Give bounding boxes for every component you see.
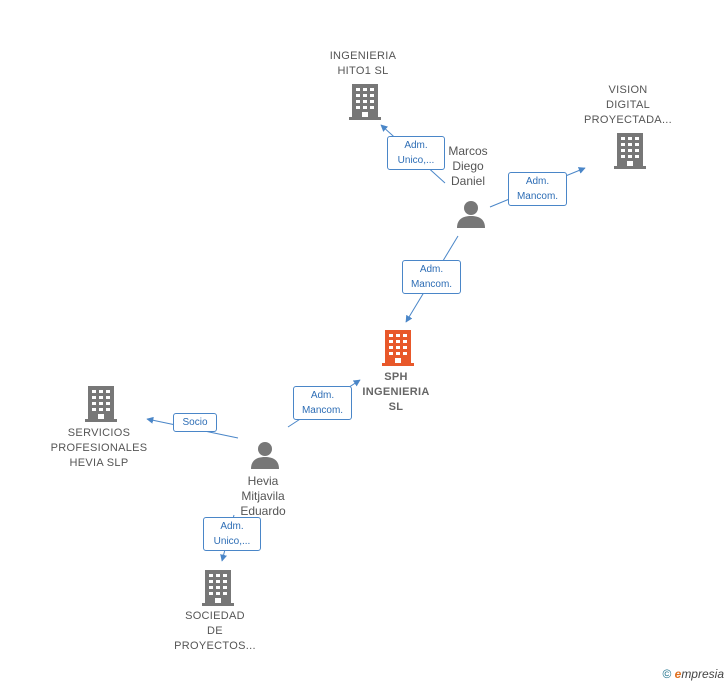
edge-label-marcos-ingenieria[interactable]: Adm. Unico,...: [387, 136, 445, 170]
footer-brand[interactable]: © empresia: [662, 667, 724, 681]
edge-label-hevia-sociedad[interactable]: Adm. Unico,...: [203, 517, 261, 551]
building-icon: [614, 133, 646, 169]
building-icon: [349, 84, 381, 120]
edge-label-marcos-vision[interactable]: Adm. Mancom.: [508, 172, 567, 206]
edge-label-hevia-servicios[interactable]: Socio: [173, 413, 217, 432]
brand-logo-letter: e: [674, 667, 682, 681]
edge-label-hevia-sph[interactable]: Adm. Mancom.: [293, 386, 352, 420]
person-label: Hevia Mitjavila Eduardo: [240, 474, 286, 518]
person-label: Marcos Diego Daniel: [448, 144, 488, 188]
node-label: SERVICIOS PROFESIONALES HEVIA SLP: [50, 427, 148, 469]
person-icon: [457, 201, 485, 228]
node-label: VISION DIGITAL PROYECTADA...: [583, 84, 673, 126]
building-icon: [85, 386, 117, 422]
building-icon: [382, 330, 414, 366]
copyright-symbol: ©: [662, 667, 672, 681]
building-icon: [202, 570, 234, 606]
node-label: SOCIEDAD DE PROYECTOS...: [174, 610, 256, 652]
brand-name: mpresia: [681, 667, 724, 681]
node-label: INGENIERIA HITO1 SL: [329, 50, 397, 77]
node-label: SPH INGENIERIA SL: [362, 371, 430, 413]
person-icon: [251, 442, 279, 469]
edge-label-marcos-sph[interactable]: Adm. Mancom.: [402, 260, 461, 294]
